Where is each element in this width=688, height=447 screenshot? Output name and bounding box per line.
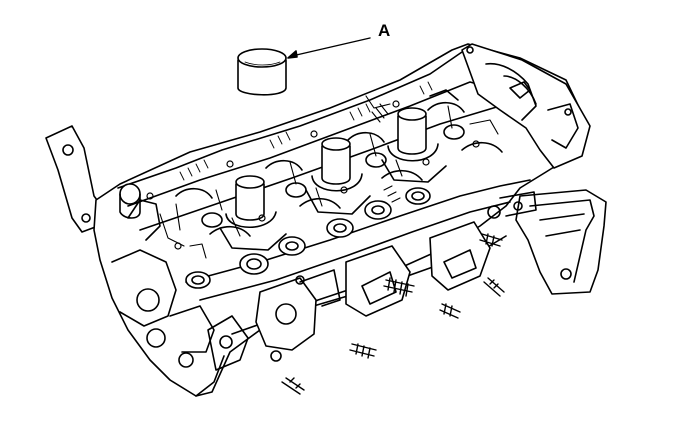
camshaft-saddles [175, 101, 503, 237]
internal-ribs [159, 95, 499, 259]
top-rail-texture [179, 81, 433, 181]
installed-tappets [219, 89, 459, 251]
callout-label-a: A [378, 21, 391, 40]
mounting-studs [281, 233, 505, 395]
callout-leader-line [287, 37, 371, 59]
right-rear-bracket [487, 189, 607, 295]
rear-end-casting [461, 43, 591, 169]
loose-tappet-part-a [237, 48, 287, 96]
intake-port-flanges [255, 221, 491, 362]
deck-bolt-holes [146, 100, 480, 250]
valve-spring-seats [185, 124, 465, 289]
